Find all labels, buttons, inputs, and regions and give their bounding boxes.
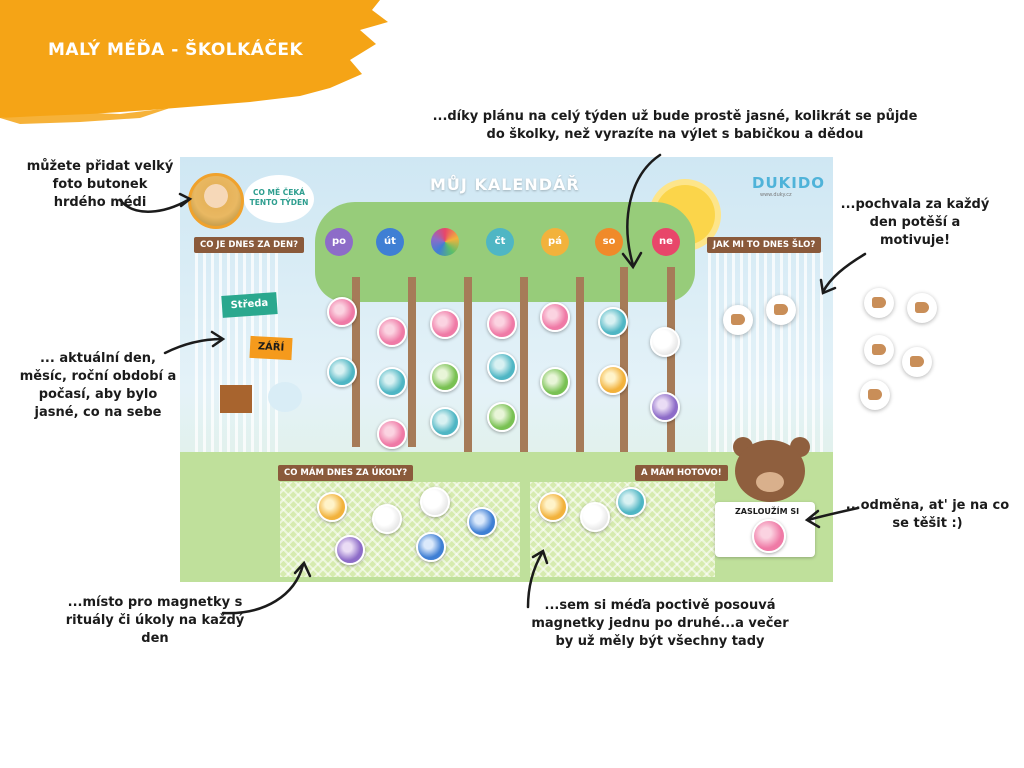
arrow-photo-icon [118,192,193,213]
done-sign: A MÁM HOTOVO! [635,465,728,481]
week-magnet[interactable] [650,392,680,422]
bear-icon [735,440,805,502]
day-ne[interactable]: ne [652,228,680,256]
arrow-reward-icon [804,506,860,529]
note-praise: ...pochvala za každý den potěší a motivu… [840,197,990,248]
day-tag[interactable]: Středa [221,292,278,318]
week-magnet[interactable] [327,357,357,387]
month-tag[interactable]: ZÁŘÍ [249,335,293,361]
week-magnet[interactable] [430,362,460,392]
week-magnet[interactable] [327,297,357,327]
trunk [520,277,528,457]
arrow-praise-icon [819,252,867,295]
day-pa[interactable]: pá [541,228,569,256]
task-magnet[interactable] [416,532,446,562]
season-tag[interactable] [220,385,252,413]
task-magnet[interactable] [372,504,402,534]
weather-tag[interactable] [268,382,302,412]
thumb-up-magnet[interactable] [766,295,796,325]
task-magnet[interactable] [467,507,497,537]
week-bubble: CO MĚ ČEKÁ TENTO TÝDEN [244,175,314,223]
header-brush [0,0,388,124]
task-magnet[interactable] [420,487,450,517]
calendar-board: MŮJ KALENDÁŘ CO MĚ ČEKÁ TENTO TÝDEN DUKI… [180,157,833,582]
week-magnet[interactable] [377,419,407,449]
brand-logo: DUKIDO [752,174,825,192]
done-magnet[interactable] [616,487,646,517]
week-magnet[interactable] [377,317,407,347]
logo-subtitle: www.duky.cz [760,192,792,198]
week-magnet[interactable] [430,309,460,339]
page-title: MALÝ MÉĎA - ŠKOLKÁČEK [48,40,304,60]
note-week: ...díky plánu na celý týden už bude pros… [432,109,918,142]
week-magnet[interactable] [540,302,570,332]
task-magnet[interactable] [335,535,365,565]
week-magnet[interactable] [598,307,628,337]
arrow-week-icon [621,153,662,270]
week-magnet[interactable] [487,402,517,432]
day-st-dnes[interactable] [431,228,459,256]
mood-sign: JAK MI TO DNES ŠLO? [707,237,822,253]
week-magnet[interactable] [540,367,570,397]
day-ut[interactable]: út [376,228,404,256]
logo-text: DUKIDO [752,174,826,192]
thumb-up-magnet[interactable] [864,288,894,318]
bear-snout [756,472,784,492]
note-photo: můžete přidat velký foto butonek hrdého … [26,159,174,210]
arrow-move-icon [526,549,549,609]
week-magnet[interactable] [650,327,680,357]
week-magnet[interactable] [430,407,460,437]
mood-column [708,252,823,452]
week-magnet[interactable] [377,367,407,397]
today-sign: CO JE DNES ZA DEN? [194,237,305,253]
trunk [620,267,628,457]
board-title: MŮJ KALENDÁŘ [430,175,580,194]
trunk [408,277,416,447]
task-magnet[interactable] [317,492,347,522]
thumb-up-magnet[interactable] [723,305,753,335]
thumb-up-magnet[interactable] [902,347,932,377]
reward-label: ZASLOUŽÍM SI [735,507,800,516]
photo-button[interactable] [188,173,244,229]
week-magnet[interactable] [598,365,628,395]
trunk [352,277,360,447]
trunk [464,277,472,457]
trunk [576,277,584,457]
day-ct[interactable]: čt [486,228,514,256]
note-move: ...sem si méďa poctivě posouvá magnetky … [531,598,789,649]
note-reward: ...odměna, at' je na co se těšit :) [845,498,1010,531]
thumb-up-magnet[interactable] [860,380,890,410]
thumb-up-magnet[interactable] [864,335,894,365]
note-magnets: ...místo pro magnetky s rituály či úkoly… [65,595,245,646]
day-so[interactable]: so [595,228,623,256]
arrow-today-icon [163,330,226,355]
week-magnet[interactable] [487,352,517,382]
tasks-sign: CO MÁM DNES ZA ÚKOLY? [278,465,414,481]
trunk [667,267,675,452]
week-magnet[interactable] [487,309,517,339]
arrow-magnets-icon [221,560,312,615]
note-today: ... aktuální den, měsíc, roční období a … [19,351,177,420]
done-magnet[interactable] [580,502,610,532]
reward-magnet[interactable] [752,519,786,553]
thumb-up-magnet[interactable] [907,293,937,323]
done-magnet[interactable] [538,492,568,522]
day-po[interactable]: po [325,228,353,256]
